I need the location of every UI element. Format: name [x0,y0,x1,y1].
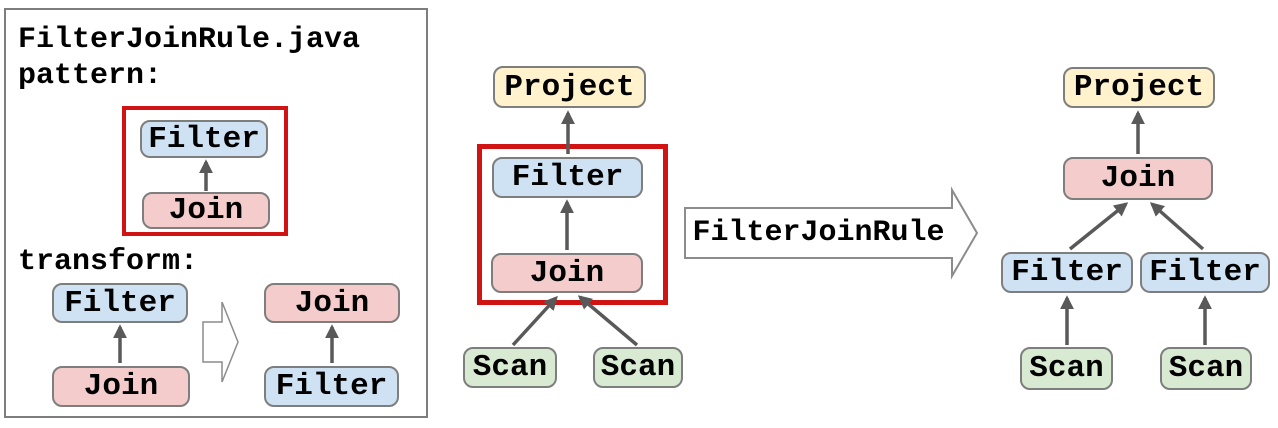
edge-after-filter-left-to-join [1068,202,1129,251]
before-tree-node-scan-right: Scan [593,347,683,388]
after-tree-node-join: Join [1063,157,1213,200]
transform-before-node-join: Join [52,366,190,407]
match-highlight-box [477,144,668,305]
before-tree-node-filter: Filter [492,157,643,198]
edge-after-filter-right-to-join [1149,202,1205,251]
transform-label: transform: [18,245,199,279]
after-tree-node-scan-left: Scan [1020,347,1113,390]
transform-after-node-join: Join [264,283,400,323]
rule-file-title: FilterJoinRule.java [18,23,361,57]
pattern-highlight-box [122,106,288,236]
rule-arrow-label: FilterJoinRule [692,216,945,250]
pattern-label: pattern: [18,59,163,93]
after-tree-node-scan-right: Scan [1160,347,1252,390]
after-tree-node-project: Project [1063,67,1215,108]
before-tree-node-scan-left: Scan [463,347,557,388]
pattern-node-filter: Filter [140,120,268,158]
edge-before-scan-left-to-join [511,295,558,347]
transform-before-node-filter: Filter [52,283,188,323]
after-tree-node-filter-right: Filter [1140,252,1270,293]
before-tree-node-join: Join [491,253,643,293]
before-tree-node-project: Project [493,66,646,108]
pattern-node-join: Join [142,192,270,229]
after-tree-node-filter-left: Filter [1001,252,1133,293]
transform-after-node-filter: Filter [264,366,399,407]
